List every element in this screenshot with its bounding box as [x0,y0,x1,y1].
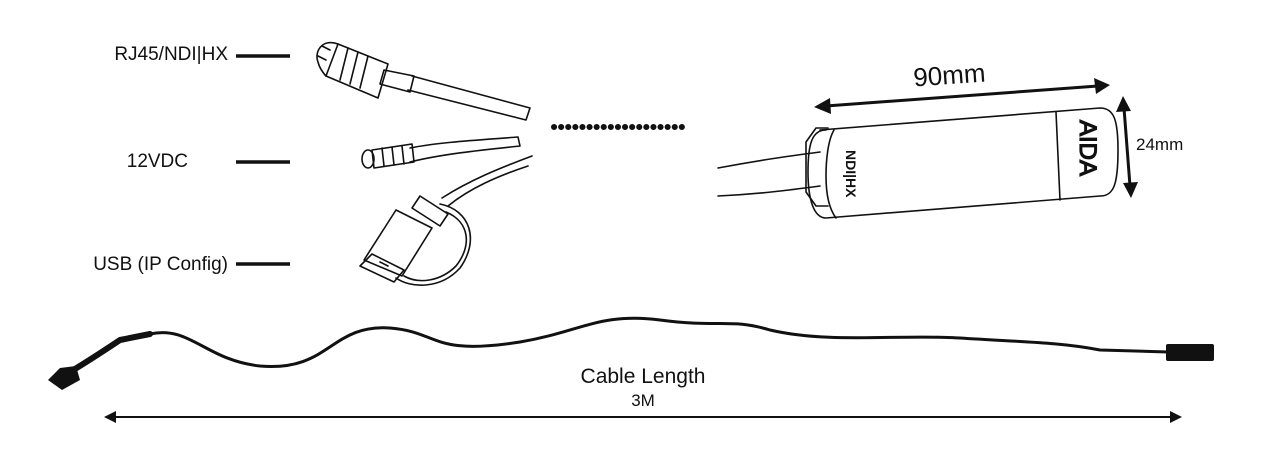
cable-arrow-left [104,411,116,423]
power-label: 12VDC [127,151,188,172]
length-arrow-left [814,98,831,114]
cable-length-value: 3M [631,391,655,410]
long-cable [48,316,1214,390]
diameter-arrow-top [1116,96,1131,112]
cable-length-dimension: Cable Length 3M [104,365,1182,423]
rj45-label: RJ45/NDI|HX [114,44,228,65]
usb-callout: USB (IP Config) [93,254,290,275]
diameter-arrow-bottom [1123,182,1138,198]
usb-connector-icon [359,155,533,286]
cable-arrow-right [1170,411,1182,423]
power-callout: 12VDC [127,151,290,172]
camera-length-label: 90mm [912,58,986,93]
camera-diameter-label: 24mm [1136,135,1183,154]
camera-brand-text: AIDA [1074,120,1101,176]
cable-end-plug [1166,344,1214,361]
usb-label: USB (IP Config) [93,254,228,275]
length-dimension: 90mm [814,58,1110,114]
dc-tip [361,149,375,169]
rj45-connector-icon [316,41,531,121]
cable-length-title: Cable Length [581,365,706,388]
rj45-callout: RJ45/NDI|HX [114,44,290,65]
diameter-dimension: 24mm [1116,96,1183,198]
camera-body: NDI|HX AIDA [717,107,1119,219]
length-arrow-right [1094,78,1110,94]
dc-barrel-connector-icon [361,136,521,169]
camera-end-text: NDI|HX [843,150,859,198]
